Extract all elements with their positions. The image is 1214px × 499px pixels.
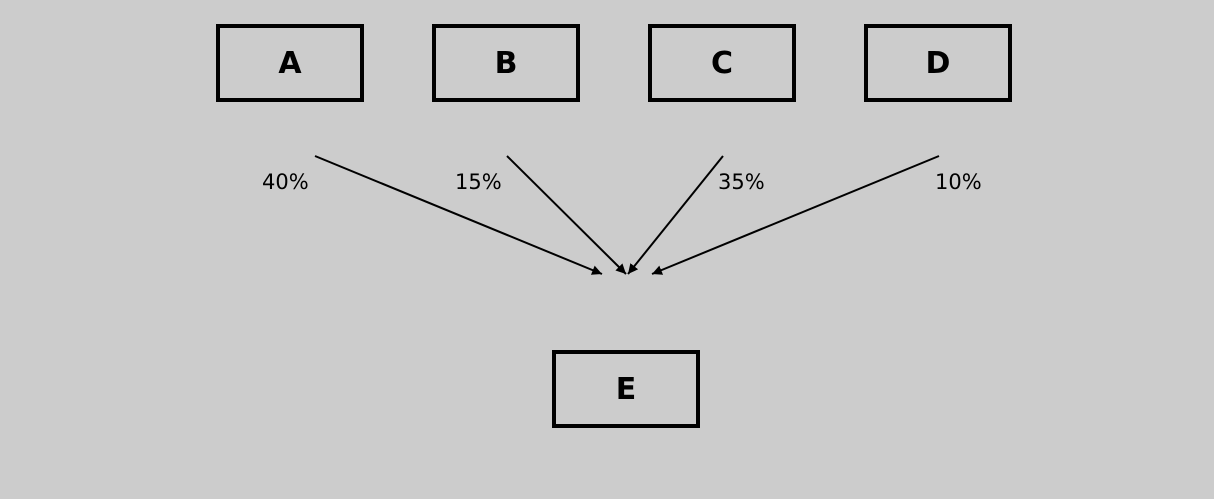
node-a: A [216, 24, 364, 102]
node-e: E [552, 350, 700, 428]
node-c: C [648, 24, 796, 102]
arrow-b-to-e [506, 155, 627, 275]
flow-label-a: 40% [262, 170, 309, 194]
arrow-c-to-e [627, 155, 724, 275]
flow-label-c: 35% [718, 170, 765, 194]
arrow-d-to-e [651, 155, 940, 275]
node-b: B [432, 24, 580, 102]
flow-label-b: 15% [455, 170, 502, 194]
node-d: D [864, 24, 1012, 102]
flow-label-d: 10% [935, 170, 982, 194]
arrow-a-to-e [314, 155, 603, 275]
